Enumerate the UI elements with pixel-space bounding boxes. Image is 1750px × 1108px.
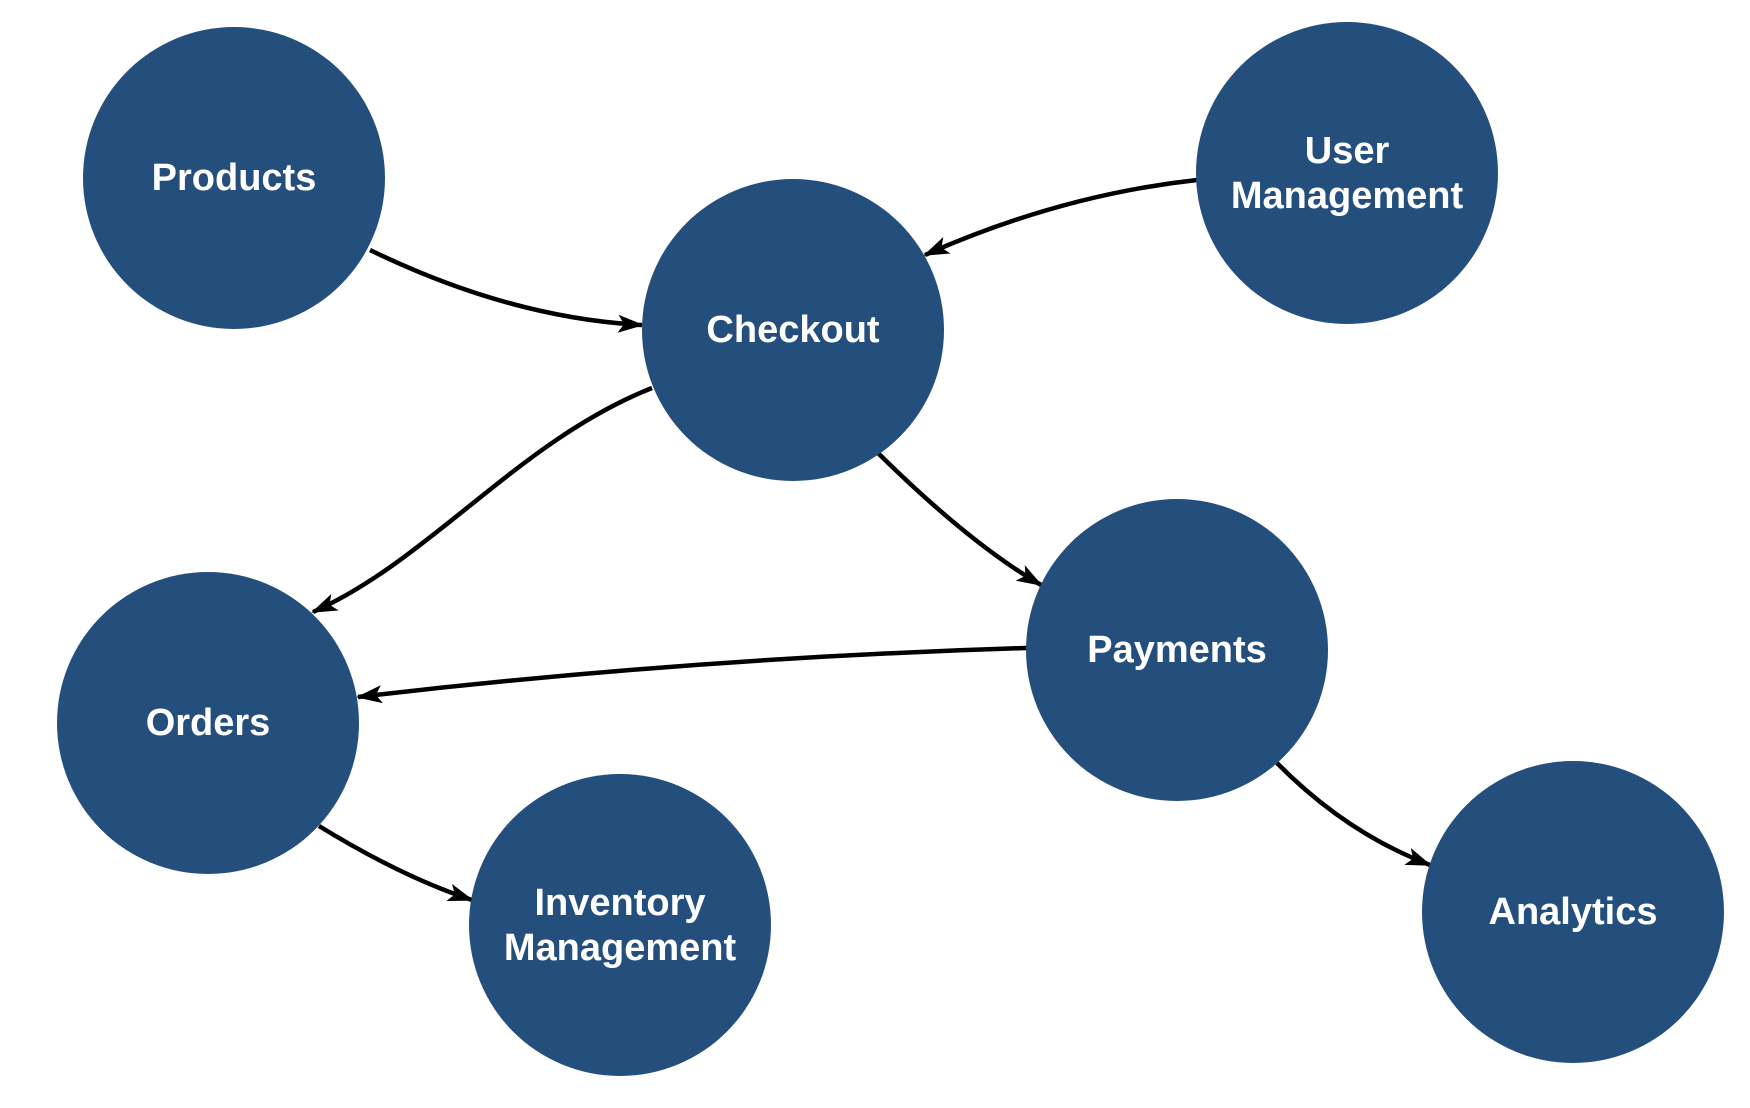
payments-circle[interactable] xyxy=(1026,499,1328,801)
user-management-circle[interactable] xyxy=(1196,22,1498,324)
node-orders[interactable]: Orders xyxy=(57,572,359,874)
edges-layer xyxy=(311,177,1432,903)
edge-payments-to-analytics xyxy=(1275,761,1432,868)
edge-orders-to-inventory-management xyxy=(317,824,474,903)
analytics-circle[interactable] xyxy=(1422,761,1724,1063)
products-circle[interactable] xyxy=(83,27,385,329)
orders-circle[interactable] xyxy=(57,572,359,874)
checkout-circle[interactable] xyxy=(642,179,944,481)
edge-payments-to-orders xyxy=(356,645,1028,704)
edge-products-to-checkout xyxy=(369,247,644,333)
node-analytics[interactable]: Analytics xyxy=(1422,761,1724,1063)
edge-checkout-to-orders xyxy=(311,385,653,615)
node-products[interactable]: Products xyxy=(83,27,385,329)
node-payments[interactable]: Payments xyxy=(1026,499,1328,801)
edge-checkout-to-payments xyxy=(876,451,1043,587)
edge-user-management-to-checkout xyxy=(923,177,1198,258)
inventory-management-circle[interactable] xyxy=(469,774,771,1076)
node-checkout[interactable]: Checkout xyxy=(642,179,944,481)
